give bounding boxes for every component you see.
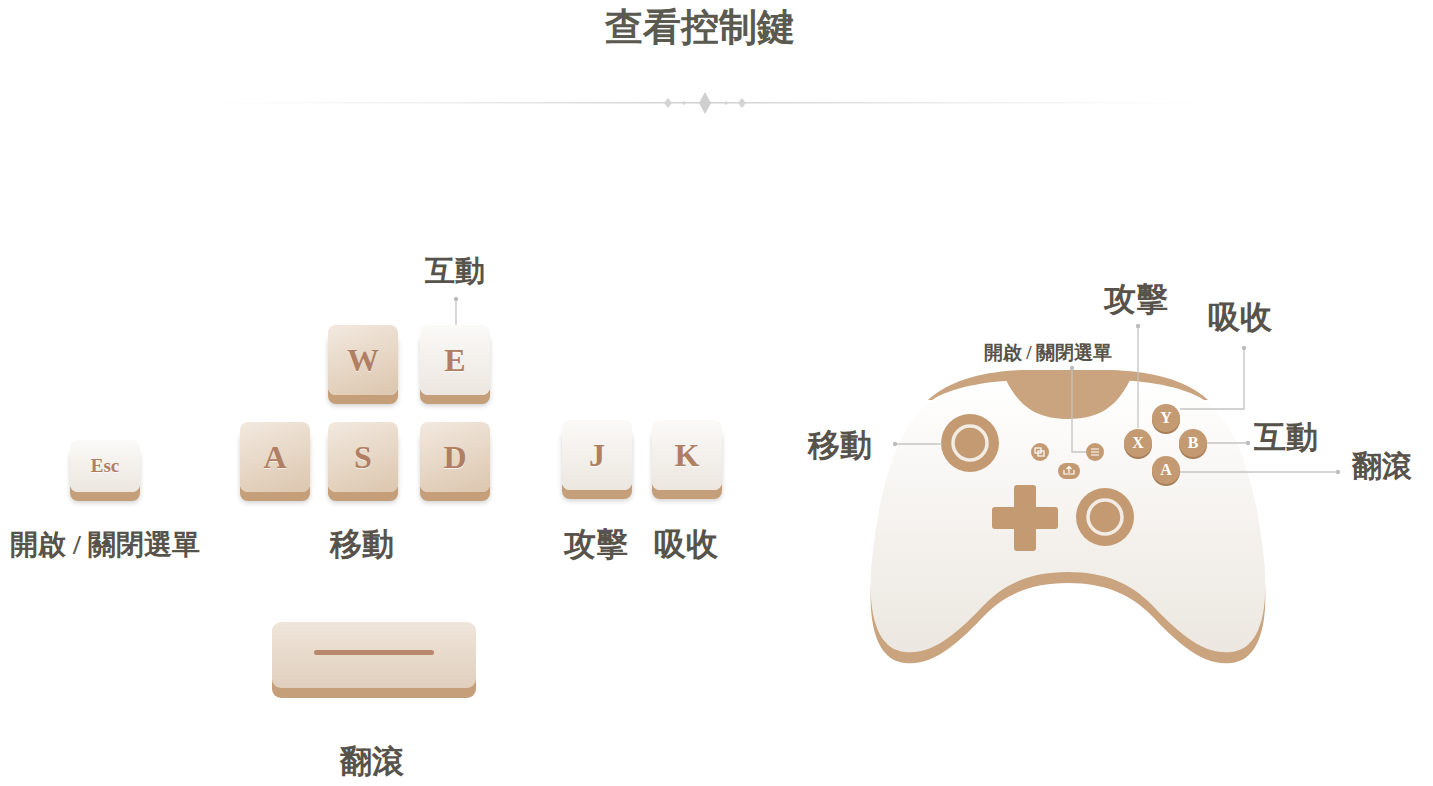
key-letter: X bbox=[1132, 434, 1144, 452]
control-label: 移動 bbox=[330, 527, 394, 562]
control-label: 開啟 / 關閉選單 bbox=[984, 343, 1113, 364]
key-letter: W bbox=[347, 342, 379, 379]
control-label: 攻擊 bbox=[1104, 282, 1168, 317]
key-letter: A bbox=[1160, 461, 1172, 479]
key-letter: S bbox=[354, 439, 372, 476]
keyboard-key: S bbox=[328, 422, 398, 492]
keyboard-key: E bbox=[420, 325, 490, 395]
key-letter: A bbox=[263, 439, 286, 476]
gamepad-button: X bbox=[1124, 429, 1152, 457]
page-title: 查看控制鍵 bbox=[605, 2, 795, 53]
control-label: 攻擊 bbox=[564, 527, 628, 562]
keyboard-key: W bbox=[328, 325, 398, 395]
gamepad-button: B bbox=[1179, 429, 1207, 457]
control-label: 吸收 bbox=[654, 527, 718, 562]
key-letter: J bbox=[589, 437, 605, 474]
key-letter: B bbox=[1188, 434, 1199, 452]
control-label: 翻滾 bbox=[340, 744, 404, 779]
keyboard-key: Esc bbox=[70, 440, 140, 492]
key-letter: E bbox=[444, 342, 465, 379]
key-letter: Esc bbox=[91, 455, 120, 477]
key-letter: K bbox=[675, 437, 700, 474]
gamepad bbox=[871, 370, 1266, 663]
keyboard-key: D bbox=[420, 422, 490, 492]
keyboard-key: J bbox=[562, 420, 632, 490]
control-label: 翻滾 bbox=[1352, 449, 1412, 482]
control-label: 開啟 / 關閉選單 bbox=[10, 530, 200, 561]
title-rule bbox=[200, 92, 1210, 114]
keyboard-key: A bbox=[240, 422, 310, 492]
gamepad-button: Y bbox=[1152, 404, 1180, 432]
key-letter: Y bbox=[1160, 409, 1172, 427]
control-label: 互動 bbox=[425, 254, 485, 287]
gamepad-button: A bbox=[1152, 456, 1180, 484]
spacebar-key bbox=[272, 622, 476, 698]
keyboard-key: K bbox=[652, 420, 722, 490]
key-letter: D bbox=[443, 439, 466, 476]
control-label: 吸收 bbox=[1208, 300, 1272, 335]
control-label: 互動 bbox=[1254, 420, 1318, 455]
control-label: 移動 bbox=[808, 428, 872, 463]
